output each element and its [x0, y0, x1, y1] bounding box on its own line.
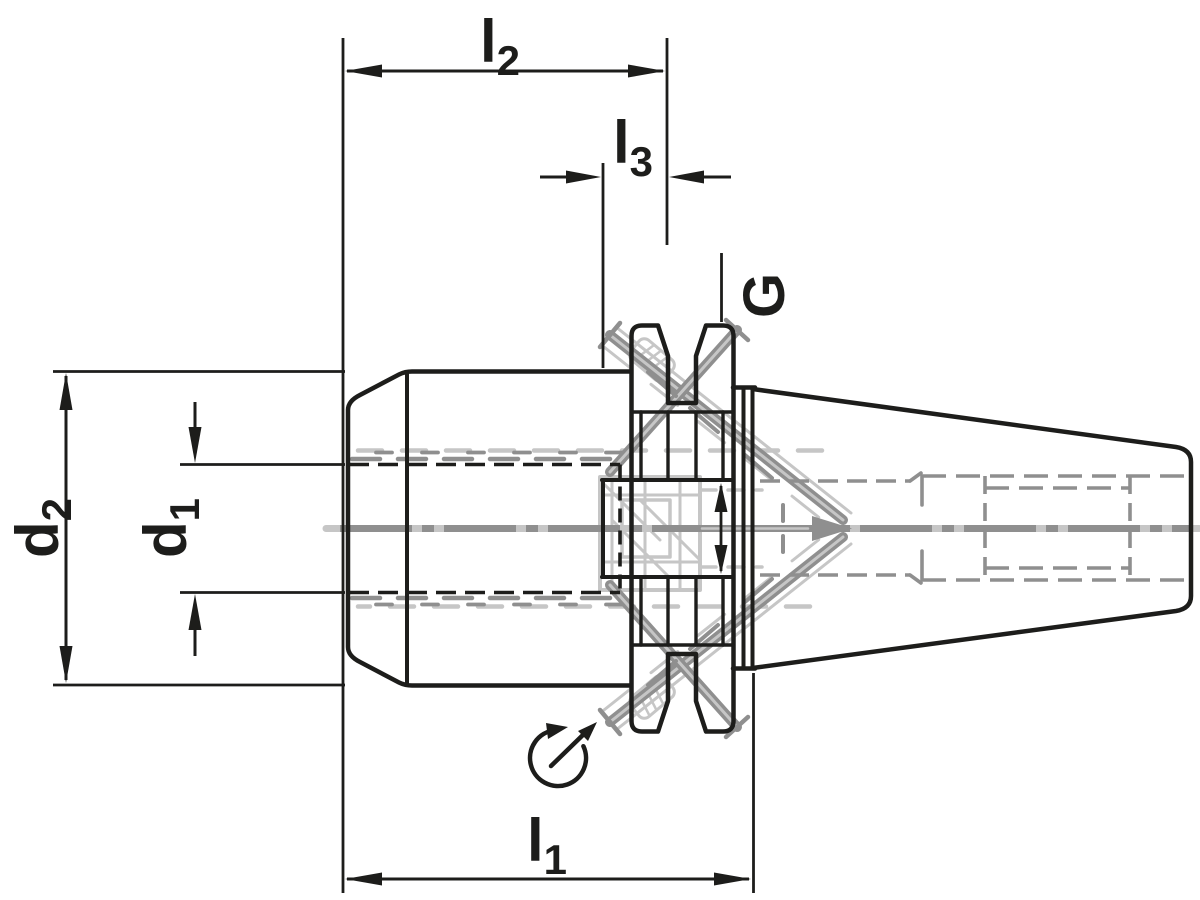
bore-hidden-lines — [349, 462, 622, 595]
dimension-l1: l1 — [345, 673, 755, 893]
label-l2: l2 — [480, 8, 520, 84]
dimension-d1: d1 — [132, 402, 345, 656]
rotation-direction-icon — [527, 722, 597, 789]
label-l3: l3 — [613, 109, 653, 185]
taper-shank — [730, 385, 1194, 671]
flange — [600, 323, 736, 734]
dimension-l3: l3 — [540, 109, 731, 368]
dimension-d2: d2 — [4, 370, 345, 687]
dimension-G: G — [714, 253, 797, 574]
ghost-screw-grid — [598, 475, 702, 592]
cone-bore-hidden-lines — [760, 471, 1188, 585]
ghost-dark-layer — [322, 317, 1200, 740]
dimensions-layer: l2 l3 G d2 — [4, 8, 797, 893]
flange-outline — [629, 323, 736, 734]
label-l1: l1 — [527, 807, 567, 883]
label-d2: d2 — [4, 498, 80, 558]
label-G: G — [732, 273, 797, 318]
body-outline-layer — [345, 323, 1194, 734]
cylindrical-body — [345, 369, 634, 688]
label-d1: d1 — [132, 498, 208, 558]
